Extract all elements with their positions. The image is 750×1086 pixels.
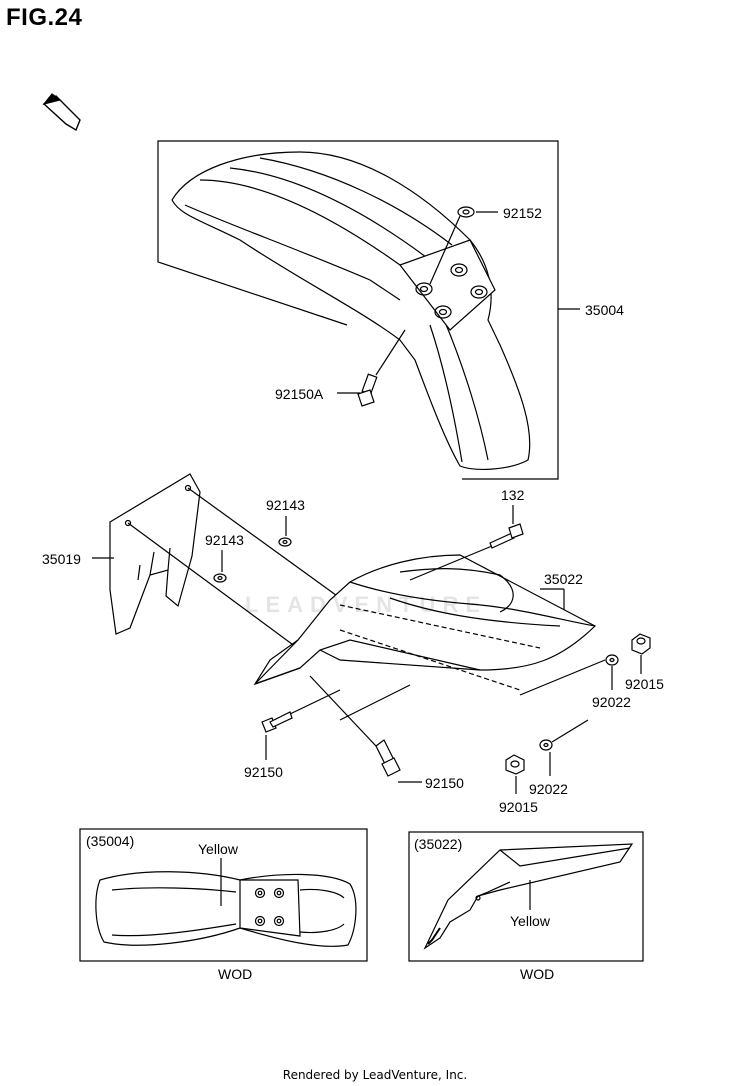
part-label-92022-right[interactable]: 92022: [592, 694, 631, 710]
part-label-35019[interactable]: 35019: [42, 551, 81, 567]
washer-92022-bottom-icon: [539, 739, 553, 751]
inset-front-box: [79, 828, 368, 962]
washer-92152-icon: [457, 206, 475, 218]
inset-front-code: (35004): [86, 833, 135, 849]
part-label-92022-bottom[interactable]: 92022: [529, 781, 568, 797]
washer-92022-icon: [605, 654, 619, 666]
part-label-92143-lower[interactable]: 92143: [205, 532, 244, 548]
front-fender-frame: [157, 140, 559, 480]
part-label-35004[interactable]: 35004: [585, 302, 624, 318]
mud-flap-35019-drawing: [109, 473, 201, 635]
bolt-92150A-icon: [357, 373, 378, 407]
part-label-92015-right[interactable]: 92015: [625, 676, 664, 692]
footer-credit: Rendered by LeadVenture, Inc.: [282, 1068, 468, 1082]
part-label-92152[interactable]: 92152: [503, 205, 542, 221]
part-label-92150-bottom[interactable]: 92150: [425, 775, 464, 791]
inset-front-fender-drawing: [95, 871, 357, 947]
nut-92015-bottom-icon: [505, 754, 525, 775]
figure-title: FIG.24: [6, 4, 83, 31]
bolt-92150-left-icon: [261, 711, 293, 733]
part-label-92150-left[interactable]: 92150: [244, 764, 283, 780]
front-fender-drawing: [171, 151, 531, 470]
inset-rear-color-label: Yellow: [510, 913, 550, 929]
part-label-92143-upper[interactable]: 92143: [266, 497, 305, 513]
inset-rear-fender-drawing: [423, 843, 634, 950]
washer-92143-icon: [213, 537, 292, 583]
part-label-92150A[interactable]: 92150A: [275, 386, 324, 402]
part-label-35022[interactable]: 35022: [544, 571, 583, 587]
fwd-arrow-icon: [42, 93, 81, 132]
bolt-92150-bottom-icon: [375, 739, 401, 777]
inset-front-color-label: Yellow: [198, 841, 238, 857]
inset-rear-box: [408, 831, 644, 962]
bolt-132-icon: [489, 523, 524, 549]
inset-rear-code: (35022): [414, 836, 463, 852]
leadventure-watermark: LEADVENTURE: [245, 592, 488, 617]
rear-fender-35022-drawing: [253, 554, 597, 691]
nut-92015-icon: [631, 633, 651, 655]
part-label-132[interactable]: 132: [501, 487, 525, 503]
part-label-92015-bottom[interactable]: 92015: [499, 799, 538, 815]
inset-rear-caption: WOD: [520, 966, 555, 982]
inset-front-caption: WOD: [218, 966, 253, 982]
